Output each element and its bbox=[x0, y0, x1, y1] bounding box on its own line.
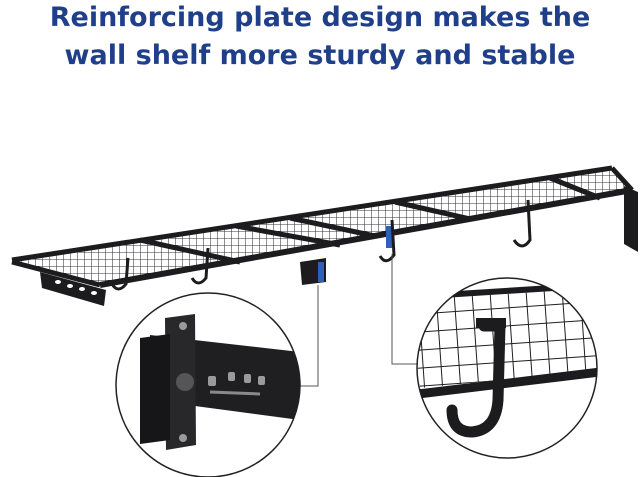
detail-circle-j-hook bbox=[416, 277, 598, 459]
blue-mounting-tab-right bbox=[386, 226, 392, 248]
left-bracket-holes bbox=[55, 280, 97, 295]
j-hook-4 bbox=[512, 199, 532, 248]
left-rail bbox=[11, 259, 101, 288]
right-rail bbox=[610, 166, 634, 192]
j-hook-1 bbox=[110, 257, 130, 291]
connector-right bbox=[391, 254, 420, 365]
detail-circle-reinforcing-plate bbox=[115, 292, 301, 477]
headline-line-2: wall shelf more sturdy and stable bbox=[64, 40, 576, 71]
front-rail bbox=[99, 187, 633, 288]
j-hook-2 bbox=[190, 247, 210, 285]
wall-shelf bbox=[11, 165, 638, 306]
j-hook-3 bbox=[378, 219, 396, 263]
back-rail bbox=[11, 165, 613, 263]
headline-line-1: Reinforcing plate design makes the bbox=[49, 2, 591, 33]
cross-supports bbox=[139, 175, 601, 265]
blue-mounting-tab bbox=[318, 262, 324, 282]
j-hooks bbox=[110, 199, 532, 291]
right-end-bracket bbox=[624, 186, 638, 252]
